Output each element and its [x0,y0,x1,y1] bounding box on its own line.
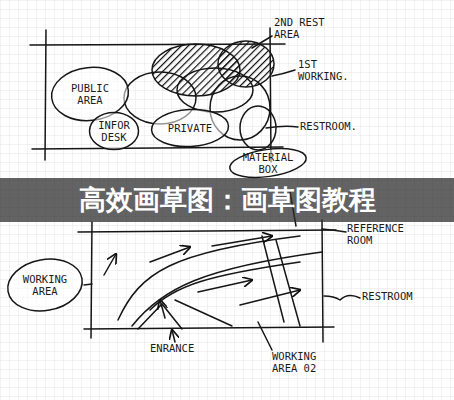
plan-wall [91,222,92,338]
bubble-ellipse [4,253,87,316]
bubble-node: WORKING AREA [6,258,84,312]
title-text: 高效画草图：画草图教程 [79,182,376,218]
flow-arrow [212,236,272,246]
node-text-box: PRIVATE [150,108,230,148]
flow-arrow [198,280,252,292]
bubble-node: PRIVATE [150,108,230,148]
title-band: 高效画草图：画草图教程 [0,178,454,222]
leader-line [322,229,346,232]
leader-line [272,70,295,76]
annotation-label: REFERENCE ROOM [347,222,419,246]
partition-line [276,240,300,326]
node-label: MATERIAL BOX [236,151,300,175]
plan-wall [84,327,334,329]
leader-line [84,284,92,285]
bubble-ellipse [228,144,308,181]
bubble [177,68,253,112]
partition-line [175,300,232,326]
frame-line [45,30,46,160]
flow-curve [150,262,300,310]
node-label: PRIVATE [168,122,212,134]
partition-line [262,236,284,322]
flow-arrow [104,254,116,275]
annotation-label: WORKING AREA 02 [272,350,334,374]
node-text-box: WORKING AREA [6,258,84,312]
annotation-label: RESTROOM [362,290,450,302]
flow-arrow [150,247,190,262]
flow-arrow [160,300,165,318]
leader-line [172,330,175,342]
bubble-ellipse [151,108,230,149]
bubble-ellipse [90,113,139,150]
entrance-mark [138,304,182,329]
node-text-box: MATERIAL BOX [228,148,308,178]
flow-arrow [240,290,300,305]
frame-line [270,28,271,162]
annotation-label: 1ST WORKING. [298,58,360,82]
node-label: WORKING AREA [14,273,76,297]
leader-line [266,126,298,128]
node-text-box: INFOR DESK [88,111,140,151]
leader-line [252,36,272,48]
leader-line [324,295,360,300]
bubble-node: MATERIAL BOX [228,148,308,178]
leader-line [258,322,272,350]
annotation-label: RESTROOM. [300,120,390,132]
plan-wall [78,230,336,232]
flow-curve [132,252,322,326]
node-label: INFOR DESK [93,119,135,143]
bubble-node: INFOR DESK [88,111,140,151]
plan-wall [322,220,323,342]
node-label: PUBLIC AREA [58,82,122,106]
annotation-label: 2ND REST AREA [274,16,334,40]
annotation-label: ENRANCE [150,342,230,354]
frame-line [32,147,283,149]
